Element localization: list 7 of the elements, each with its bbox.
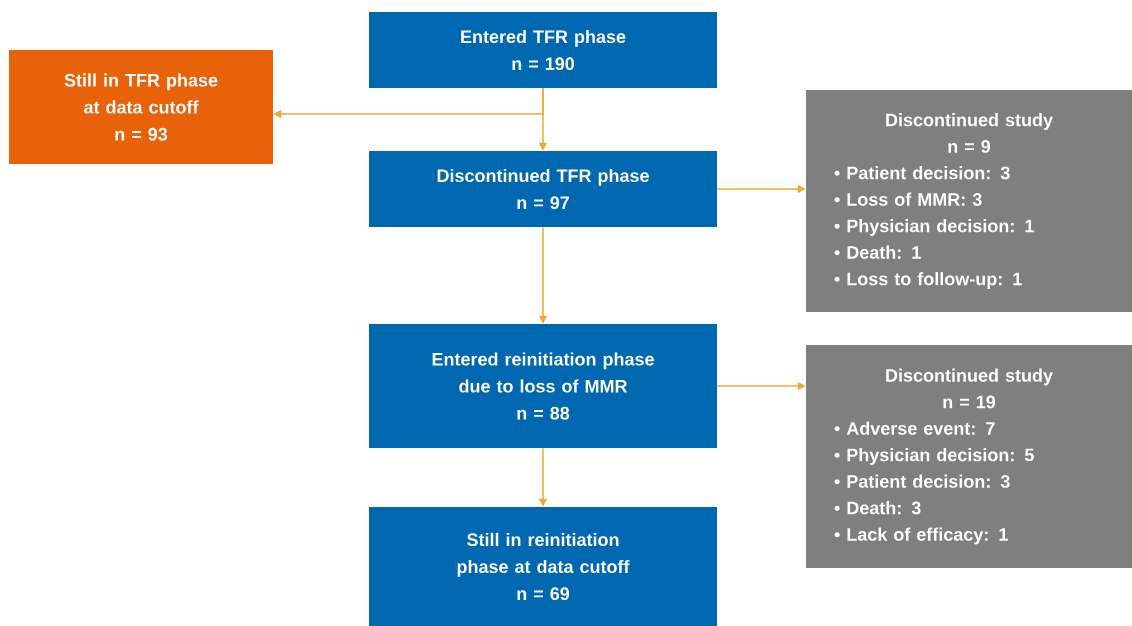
discontinuation-box: Discontinued study n = 9 • Patient decision: 3 • Loss of MMR: 3 • Physician decision: 1 • Death: 1 • Loss to follow-up: 1 [806,90,1132,312]
process-box: Discontinued TFR phase n = 97 [369,151,717,227]
discontinuation-box: Discontinued study n = 19 • Adverse event: 7 • Physician decision: 5 • Patient decision: 3 • Death: 3 • Lack of efficacy: 1 [806,345,1132,568]
process-box: Entered TFR phase n = 190 [369,12,717,88]
process-box: Entered reinitiation phase due to loss of MMR n = 88 [369,324,717,448]
process-box: Still in reinitiation phase at data cutoff n = 69 [369,507,717,626]
outcome-box: Still in TFR phase at data cutoff n = 93 [9,50,273,164]
